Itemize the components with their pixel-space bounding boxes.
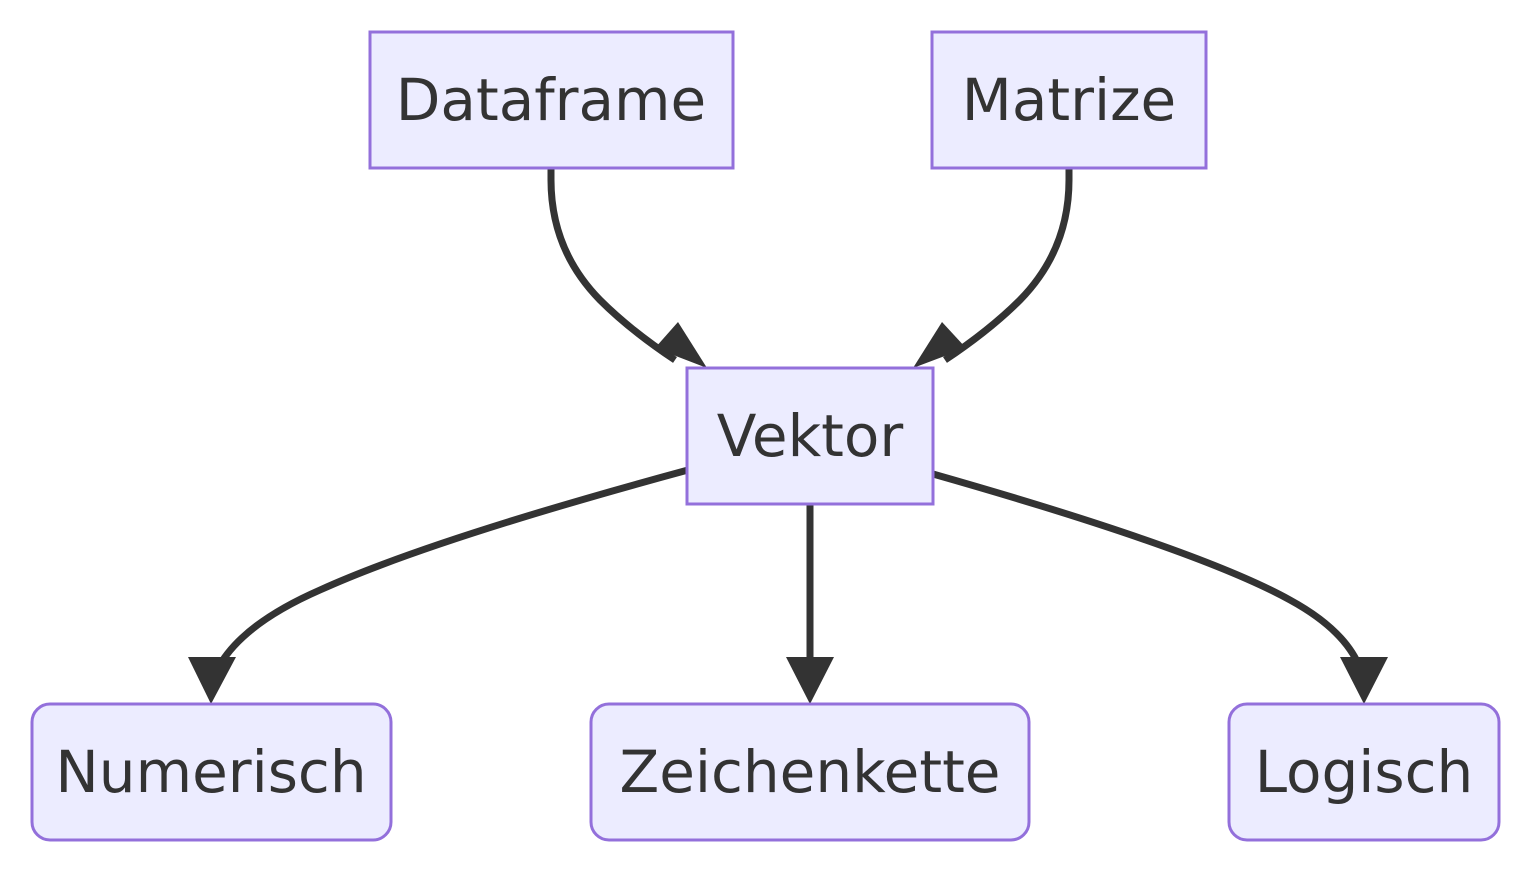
arrowhead-vektor-from-matrize bbox=[913, 322, 966, 368]
arrowhead-vektor-from-dataframe bbox=[655, 322, 707, 368]
node-matrize-label: Matrize bbox=[962, 66, 1176, 134]
node-zeichenkette-label: Zeichenkette bbox=[620, 738, 1001, 806]
node-dataframe-label: Dataframe bbox=[396, 66, 706, 134]
node-matrize: Matrize bbox=[930, 30, 1208, 170]
node-logisch: Logisch bbox=[1227, 702, 1501, 842]
edges bbox=[188, 168, 1388, 704]
edge-dataframe-vektor bbox=[547, 168, 677, 363]
node-numerisch-label: Numerisch bbox=[55, 738, 366, 806]
edge-vektor-numerisch bbox=[213, 466, 689, 672]
node-vektor-label: Vektor bbox=[717, 402, 904, 470]
node-logisch-label: Logisch bbox=[1255, 738, 1474, 806]
arrowhead-numerisch bbox=[188, 657, 236, 704]
node-vektor: Vektor bbox=[685, 366, 935, 506]
node-numerisch: Numerisch bbox=[30, 702, 393, 842]
edge-matrize-vektor bbox=[943, 168, 1073, 363]
node-zeichenkette: Zeichenkette bbox=[589, 702, 1031, 842]
arrowhead-zeichenkette bbox=[786, 657, 834, 704]
node-dataframe: Dataframe bbox=[368, 30, 735, 170]
arrowhead-logisch bbox=[1340, 657, 1388, 704]
edge-vektor-logisch bbox=[932, 470, 1364, 670]
